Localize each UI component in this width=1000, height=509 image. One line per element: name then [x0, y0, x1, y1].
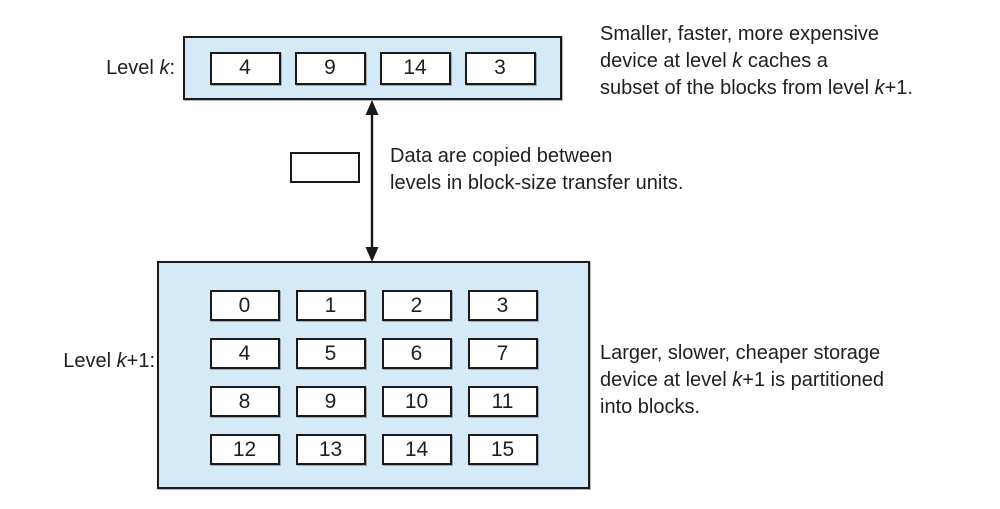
cache-block: 9 [294, 51, 366, 85]
cache-block: 14 [379, 51, 451, 85]
annotation-line: into blocks. [600, 396, 701, 418]
storage-block: 2 [381, 290, 452, 321]
storage-block: 4 [209, 338, 280, 369]
storage-block: 1 [295, 290, 366, 321]
cache-block: 3 [464, 51, 536, 85]
level-k-label-prefix: Level [106, 57, 160, 79]
transfer-annotation: Data are copied between levels in block-… [390, 143, 683, 197]
level-k-label-suffix: : [169, 57, 175, 79]
level-k1-annotation: Larger, slower, cheaper storage device a… [600, 340, 884, 421]
cache-block: 4 [209, 51, 281, 85]
level-k1-box: 0 1 2 3 4 5 6 7 8 9 10 11 12 13 14 15 [157, 261, 590, 489]
storage-block: 15 [467, 434, 538, 465]
level-k-label-k: k [159, 57, 170, 79]
storage-block: 6 [381, 338, 452, 369]
annotation-line: Data are copied between [390, 145, 613, 167]
level-k1-label-suffix: +1: [126, 350, 155, 372]
annotation-line: levels in block-size transfer units. [390, 172, 684, 194]
storage-block: 8 [209, 386, 280, 417]
annotation-line: Smaller, faster, more expensive [600, 23, 880, 45]
storage-block: 13 [295, 434, 366, 465]
annotation-line: subset of the blocks from level k+1. [600, 77, 913, 99]
level-k1-label-k: k [116, 350, 127, 372]
storage-block: 7 [467, 338, 538, 369]
level-k1-label-prefix: Level [63, 350, 117, 372]
annotation-line: Larger, slower, cheaper storage [600, 342, 881, 364]
storage-block: 0 [209, 290, 280, 321]
storage-block: 5 [295, 338, 366, 369]
storage-block: 10 [381, 386, 452, 417]
storage-block: 12 [209, 434, 280, 465]
level-k-label: Level k: [0, 57, 175, 80]
annotation-line: device at level k caches a [600, 50, 828, 72]
level-k1-label: Level k+1: [0, 350, 155, 373]
block-size-transfer-unit [290, 152, 360, 183]
transfer-arrow-icon [365, 100, 379, 262]
level-k-annotation: Smaller, faster, more expensive device a… [600, 21, 913, 102]
storage-block: 14 [381, 434, 452, 465]
storage-block: 3 [467, 290, 538, 321]
level-k-box: 4 9 14 3 [183, 36, 562, 100]
storage-block: 11 [467, 386, 538, 417]
annotation-line: device at level k+1 is partitioned [600, 369, 885, 391]
storage-block: 9 [295, 386, 366, 417]
